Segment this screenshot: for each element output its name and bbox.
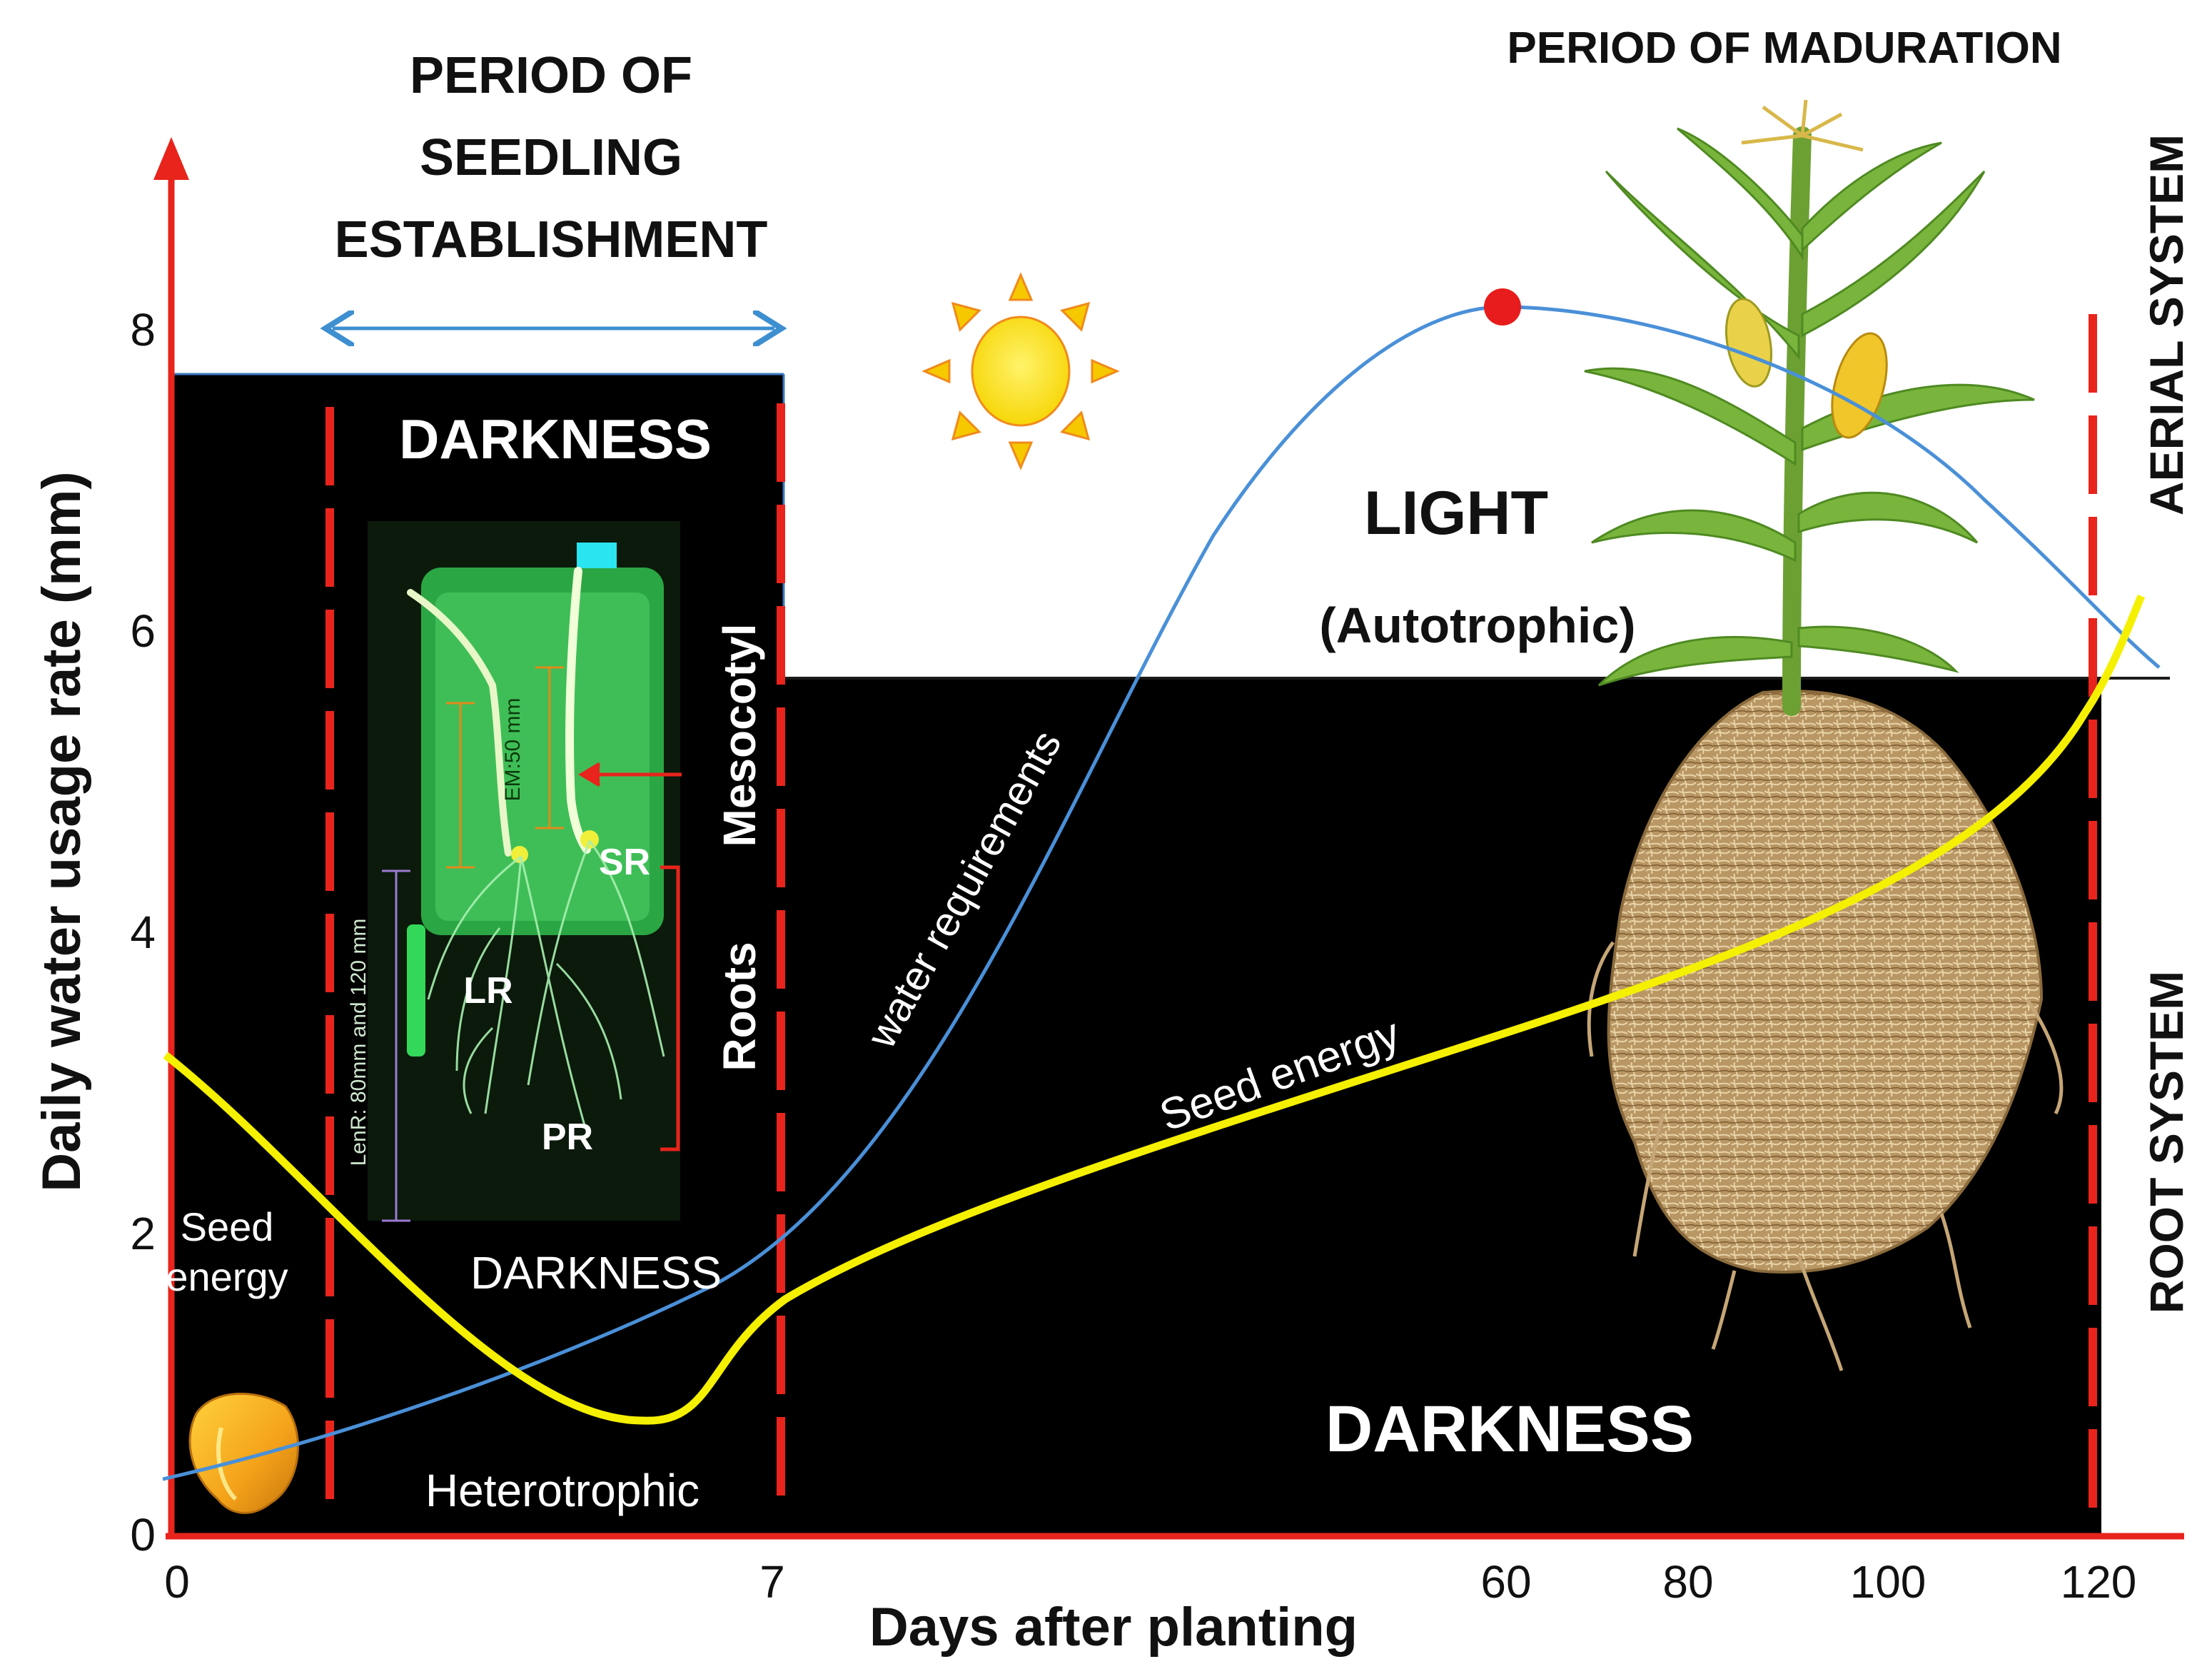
maize-plant-illustration	[1584, 99, 2064, 1371]
x-tick-labels: 0 7 60 80 100 120	[164, 1556, 2136, 1608]
seedling-title-line2: SEEDLING	[420, 129, 682, 186]
seed-energy-label-line2: energy	[166, 1254, 288, 1299]
mesocotyl-label: Mesocotyl	[714, 624, 765, 847]
roots-label: Roots	[714, 942, 765, 1071]
x-tick-7: 7	[759, 1556, 785, 1608]
y-tick-2: 2	[130, 1208, 156, 1259]
darkness-label-top: DARKNESS	[399, 408, 712, 470]
em-measure-label: EM:50 mm	[501, 697, 525, 801]
x-tick-80: 80	[1662, 1556, 1713, 1608]
seed-energy-curve	[163, 594, 2146, 1425]
y-tick-4: 4	[130, 907, 156, 958]
seed-energy-label-line1: Seed	[181, 1204, 274, 1249]
seedling-period-title: PERIOD OF SEEDLING ESTABLISHMENT	[335, 47, 768, 268]
x-axis-label: Days after planting	[869, 1597, 1358, 1658]
x-tick-120: 120	[2061, 1556, 2137, 1608]
light-label: LIGHT	[1364, 479, 1548, 548]
aerial-system-label: AERIAL SYSTEM	[2140, 134, 2193, 515]
x-tick-100: 100	[1850, 1556, 1926, 1608]
sr-label: SR	[599, 842, 650, 883]
autotrophic-label: (Autotrophic)	[1319, 597, 1635, 653]
seedling-title-line3: ESTABLISHMENT	[335, 211, 768, 268]
seedling-title-line1: PERIOD OF	[410, 47, 692, 104]
heterotrophic-label: Heterotrophic	[425, 1465, 700, 1516]
sun-icon	[921, 272, 1120, 470]
lr-label: LR	[463, 970, 512, 1012]
darkness-label-mid: DARKNESS	[470, 1247, 722, 1299]
y-tick-8: 8	[130, 304, 156, 356]
peak-marker-icon	[1484, 288, 1521, 326]
corn-kernel-icon	[188, 1392, 299, 1514]
darkness-label-bottom: DARKNESS	[1325, 1393, 1694, 1466]
root-system-label: ROOT SYSTEM	[2140, 971, 2193, 1313]
lenr-measure-label: LenR: 80mm and 120 mm	[347, 919, 370, 1166]
pr-label: PR	[542, 1116, 593, 1158]
x-tick-0: 0	[164, 1556, 190, 1608]
x-tick-60: 60	[1480, 1556, 1531, 1608]
y-axis-arrowhead	[153, 137, 189, 180]
seedling-photo	[368, 521, 682, 1222]
y-tick-labels: 0 2 4 6 8	[130, 304, 156, 1560]
water-requirements-curve	[162, 305, 2161, 1481]
maduration-period-title: PERIOD OF MADURATION	[1507, 24, 2061, 73]
y-tick-0: 0	[130, 1509, 156, 1560]
y-tick-6: 6	[130, 605, 156, 657]
y-axis-label: Daily water usage rate (mm)	[31, 471, 92, 1192]
